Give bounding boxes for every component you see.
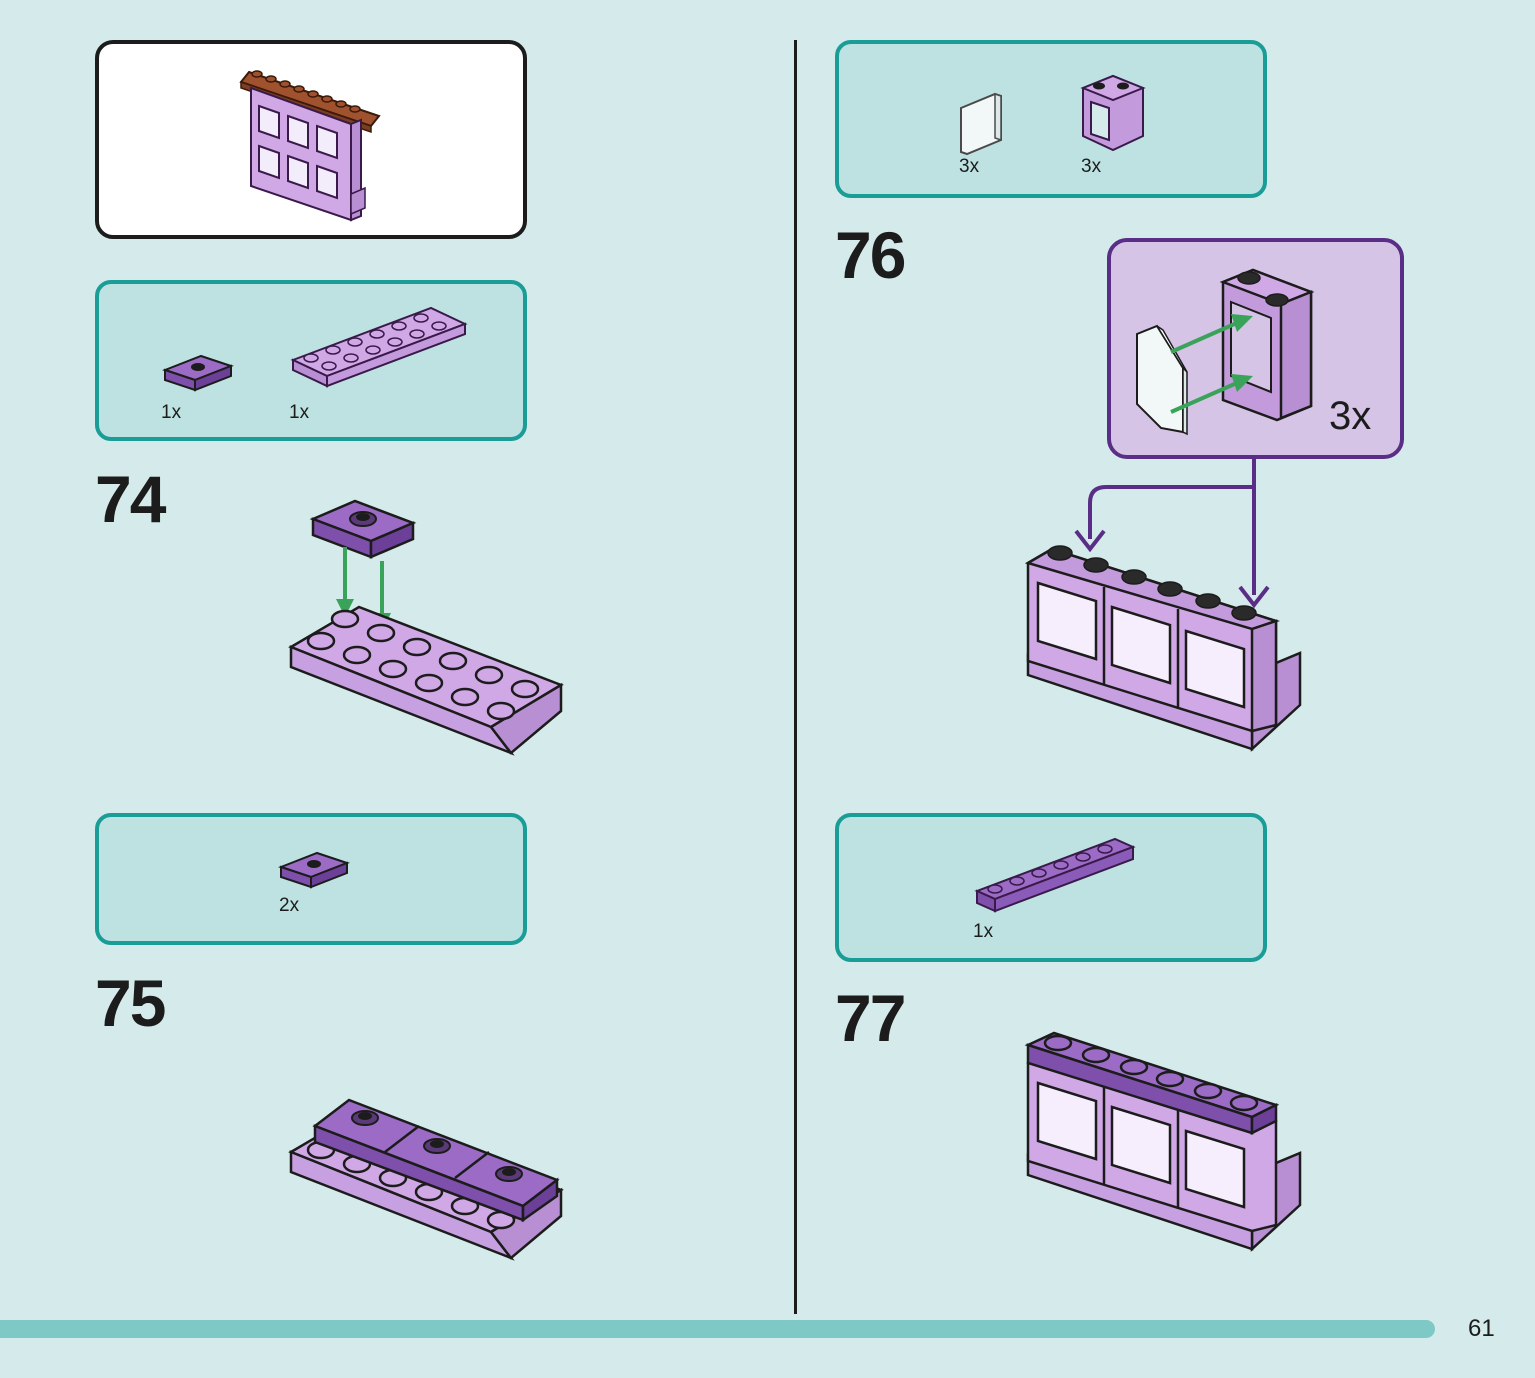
preview-panel — [95, 40, 527, 239]
step-number-76: 76 — [835, 218, 906, 292]
sub-assembly-arrows — [1074, 459, 1270, 609]
step75-build-illustration — [288, 1098, 564, 1261]
part-qty: 1x — [289, 402, 310, 423]
step75-parts-callout: 2x — [95, 813, 527, 945]
plate-1x2-jumper-icon — [278, 851, 350, 889]
step-number-75: 75 — [95, 966, 166, 1040]
window-frame-icon — [1080, 74, 1146, 152]
wall-preview-icon — [239, 70, 381, 222]
part-qty: 2x — [279, 895, 300, 916]
step-number-74: 74 — [95, 462, 166, 536]
step-number-77: 77 — [835, 981, 906, 1055]
plate-1x2-jumper-icon — [162, 354, 234, 392]
step77-build-illustration — [1024, 1031, 1302, 1252]
sub-assembly-illustration — [1136, 268, 1315, 436]
step76-parts-callout: 3x 3x — [835, 40, 1267, 198]
window-glass-icon — [960, 92, 1002, 156]
step77-parts-callout: 1x — [835, 813, 1267, 962]
column-divider — [794, 40, 797, 1314]
page-number: 61 — [1468, 1315, 1495, 1342]
step76-sub-assembly: 3x — [1107, 238, 1404, 459]
step76-build-illustration — [1024, 545, 1302, 752]
part-qty: 1x — [161, 402, 182, 423]
part-qty: 3x — [1081, 156, 1102, 177]
step74-parts-callout: 1x 1x — [95, 280, 527, 441]
progress-bar — [0, 1320, 1435, 1338]
sub-assembly-multiplier: 3x — [1329, 394, 1372, 438]
step74-build-illustration — [288, 499, 564, 756]
part-qty: 3x — [959, 156, 980, 177]
plate-2x6-icon — [290, 306, 468, 388]
plate-1x6-icon — [974, 837, 1136, 913]
part-qty: 1x — [973, 921, 994, 942]
